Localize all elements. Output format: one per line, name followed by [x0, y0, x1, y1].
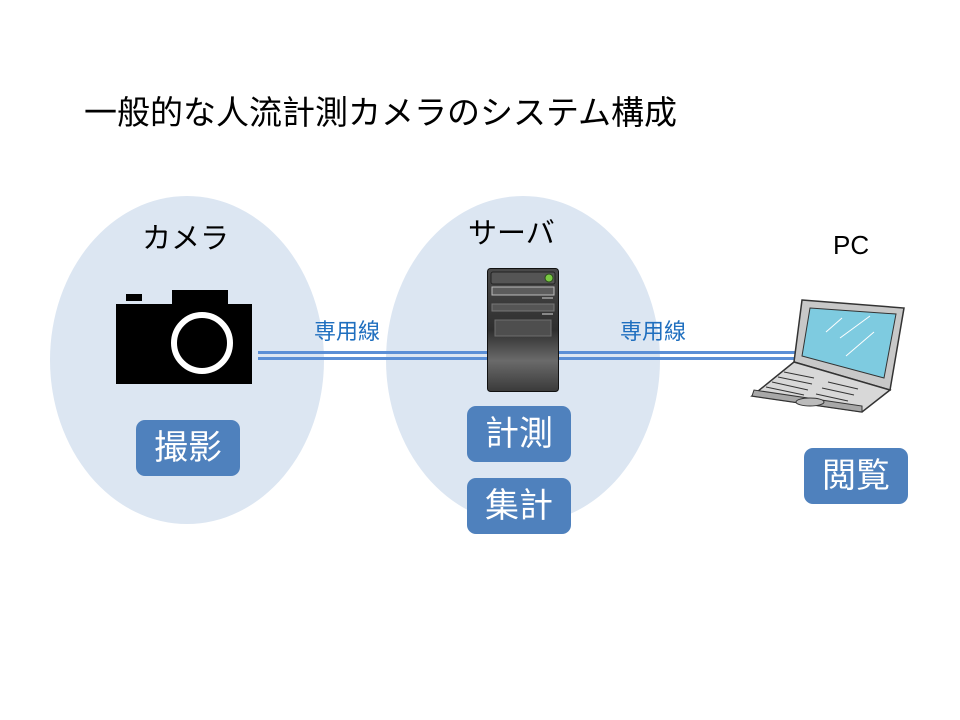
camera-icon — [116, 288, 256, 386]
function-badge-measure: 計測 — [467, 406, 571, 462]
link-line-camera-server-top — [258, 351, 488, 354]
link-line-camera-server-bottom — [258, 357, 488, 360]
link-label-camera-server: 専用線 — [314, 320, 381, 345]
function-badge-capture: 撮影 — [136, 420, 240, 476]
link-label-server-pc: 専用線 — [620, 320, 687, 345]
function-badge-view: 閲覧 — [804, 448, 908, 504]
function-badge-aggregate: 集計 — [467, 478, 571, 534]
link-line-server-pc-top — [558, 351, 798, 354]
diagram-title: 一般的な人流計測カメラのシステム構成 — [84, 93, 678, 132]
link-line-server-pc-bottom — [558, 357, 798, 360]
pc-label: PC — [833, 230, 870, 260]
laptop-icon — [750, 298, 910, 414]
camera-label: カメラ — [142, 221, 230, 255]
server-label: サーバ — [468, 216, 555, 250]
server-tower-icon — [487, 268, 559, 392]
